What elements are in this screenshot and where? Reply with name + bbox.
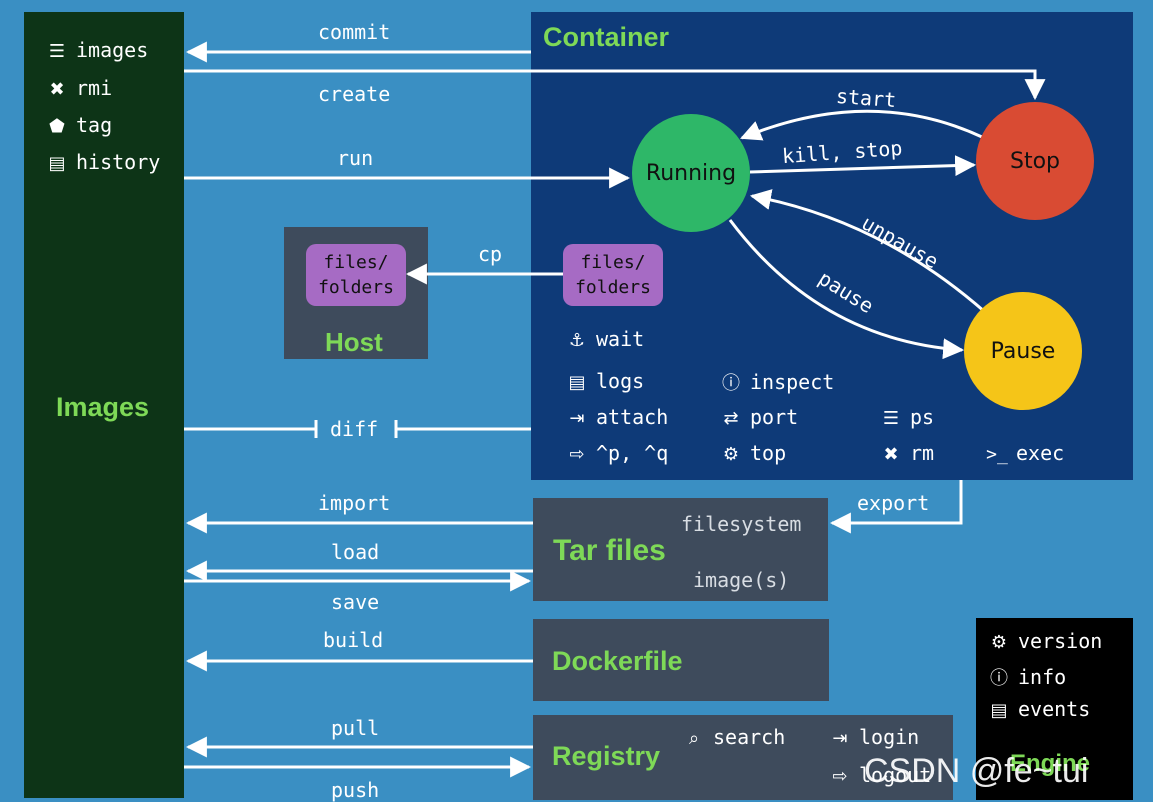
registry-panel: Registry ⌕search ⇥login ⇨logout	[533, 715, 953, 800]
tag-icon: ⬟	[49, 116, 65, 137]
dockerfile-title: Dockerfile	[552, 646, 683, 676]
sign-in-icon: ⇥	[569, 408, 585, 429]
host-files-box: files/folders	[306, 244, 406, 306]
tar-files-title: Tar files	[553, 534, 666, 567]
pause-state: Pause	[964, 292, 1082, 410]
create-label: create	[318, 82, 391, 106]
logs-command[interactable]: ▤logs	[566, 369, 644, 393]
gears-icon: ⚙	[722, 444, 740, 465]
document-icon: ▤	[568, 372, 586, 393]
attach-command[interactable]: ⇥attach	[566, 405, 668, 429]
import-label: import	[318, 491, 391, 515]
diff-label: diff	[330, 417, 379, 441]
rm-command[interactable]: ✖rm	[880, 441, 934, 465]
sign-out-icon: ⇨	[832, 766, 848, 787]
build-label: build	[323, 628, 384, 652]
filesystem-label: filesystem	[681, 512, 802, 536]
search-icon: ⌕	[688, 728, 700, 749]
gear-icon: ⚙	[990, 632, 1008, 653]
x-icon: ✖	[883, 444, 899, 465]
events-command[interactable]: ▤events	[988, 697, 1090, 721]
tag-command[interactable]: ⬟tag	[46, 113, 112, 137]
search-command[interactable]: ⌕search	[683, 725, 785, 749]
logout-command[interactable]: ⇨logout	[829, 763, 931, 787]
host-panel-title: Host	[325, 327, 383, 357]
run-label: run	[337, 146, 374, 170]
detach-command[interactable]: ⇨^p, ^q	[566, 441, 668, 465]
sign-in-icon: ⇥	[832, 728, 848, 749]
version-command[interactable]: ⚙version	[988, 629, 1102, 653]
history-command[interactable]: ▤history	[46, 150, 160, 174]
commit-label: commit	[318, 20, 391, 44]
container-panel-title: Container	[543, 22, 670, 52]
dockerfile-panel: Dockerfile	[533, 619, 829, 701]
cp-label: cp	[478, 242, 503, 266]
terminal-icon: >_	[986, 444, 1008, 465]
pull-label: pull	[331, 716, 380, 740]
info-icon: ⓘ	[990, 668, 1008, 689]
load-label: load	[331, 540, 380, 564]
images-panel-title: Images	[56, 392, 150, 422]
export-label: export	[857, 491, 930, 515]
document-icon: ▤	[990, 700, 1008, 721]
login-command[interactable]: ⇥login	[829, 725, 919, 749]
stop-state: Stop	[976, 102, 1094, 220]
tar-files-panel: Tar files filesystem image(s)	[533, 498, 828, 601]
wait-command[interactable]: ⚓wait	[566, 327, 644, 351]
push-label: push	[331, 778, 380, 802]
port-command[interactable]: ⇄port	[720, 405, 798, 429]
anchor-icon: ⚓	[568, 330, 586, 351]
save-label: save	[331, 590, 380, 614]
engine-title: Engine	[1010, 750, 1091, 777]
info-icon: ⓘ	[722, 373, 740, 394]
running-state: Running	[632, 114, 750, 232]
x-icon: ✖	[49, 79, 65, 100]
images-command[interactable]: ☰images	[46, 38, 148, 62]
exec-command[interactable]: >_exec	[986, 441, 1065, 465]
rmi-command[interactable]: ✖rmi	[46, 76, 112, 100]
start-label: start	[835, 83, 897, 113]
document-icon: ▤	[48, 153, 66, 174]
ps-command[interactable]: ☰ps	[880, 405, 934, 429]
container-files-box: files/folders	[563, 244, 663, 306]
list-icon: ☰	[48, 41, 66, 62]
images-panel: Images ☰images ✖rmi ⬟tag ▤history	[24, 12, 184, 798]
exchange-icon: ⇄	[723, 408, 739, 429]
top-command[interactable]: ⚙top	[720, 441, 786, 465]
registry-title: Registry	[552, 741, 661, 771]
watermark-text: CSDN @fe~tui	[864, 752, 1089, 790]
sign-out-icon: ⇨	[569, 444, 585, 465]
list-icon: ☰	[882, 408, 900, 429]
images-tar-label: image(s)	[693, 568, 790, 592]
